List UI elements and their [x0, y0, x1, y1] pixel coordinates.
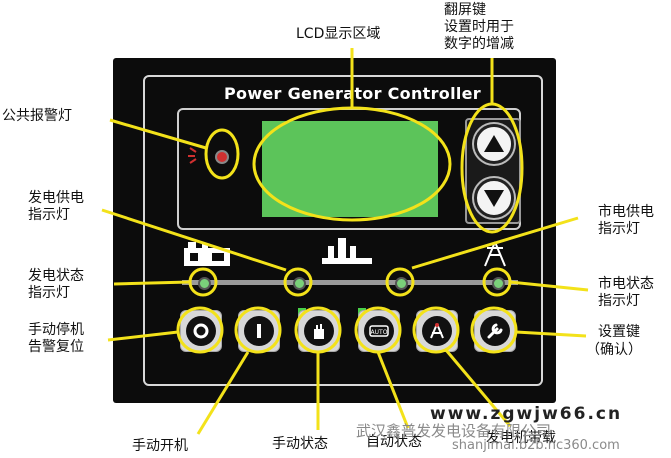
watermark-url: shanjimai.b2b.hc360.com [452, 438, 620, 453]
label-gen-supply-2: 指示灯 [28, 207, 70, 223]
label-gen-status-1: 发电状态 [28, 268, 84, 284]
load-icon [322, 238, 372, 264]
gen-supply-led [293, 277, 306, 290]
gen-load-button[interactable] [416, 310, 458, 352]
label-manual-stop-1: 手动停机 [28, 322, 84, 338]
panel-title: Power Generator Controller [224, 84, 481, 103]
label-gen-status-2: 指示灯 [28, 285, 70, 301]
mains-status-led [492, 277, 505, 290]
page-up-button[interactable] [474, 124, 514, 164]
label-page-key-2: 设置时用于 [444, 19, 514, 35]
stop-reset-button[interactable] [180, 310, 222, 352]
start-icon [257, 324, 261, 338]
hand-icon [314, 324, 324, 339]
label-manual-start: 手动开机 [132, 438, 188, 454]
label-mains-supply-1: 市电供电 [598, 204, 654, 220]
stop-icon [193, 323, 209, 339]
label-setting-key-1: 设置键 [598, 324, 640, 340]
triangle-down-icon [484, 190, 504, 207]
label-gen-supply-1: 发电供电 [28, 190, 84, 206]
label-mains-status-1: 市电状态 [598, 276, 654, 292]
label-auto-state: 自动状态 [366, 434, 422, 450]
auto-key-text: AUTO [371, 329, 388, 336]
label-page-key-3: 数字的增减 [444, 36, 514, 52]
mains-supply-led [395, 277, 408, 290]
label-lcd-area: LCD显示区域 [296, 26, 381, 42]
auto-icon: AUTO [369, 325, 389, 337]
alarm-light-icon [188, 147, 197, 164]
auto-mode-button[interactable]: AUTO [358, 310, 400, 352]
label-setting-key-2: （确认） [586, 342, 642, 358]
generator-icon [184, 242, 230, 266]
label-manual-state: 手动状态 [272, 436, 328, 452]
wrench-icon [487, 323, 503, 339]
manual-mode-button[interactable] [298, 310, 340, 352]
public-alarm-led [215, 150, 229, 164]
mains-tower-icon [484, 241, 506, 267]
label-page-key-1: 翻屏键 [444, 2, 486, 18]
manual-start-button[interactable] [238, 310, 280, 352]
lcd-display [262, 121, 438, 217]
label-mains-status-2: 指示灯 [598, 293, 640, 309]
label-manual-stop-2: 告警复位 [28, 339, 84, 355]
setting-button[interactable] [474, 310, 516, 352]
indicator-rail [182, 280, 518, 285]
watermark-site: www.zgwjw66.cn [430, 404, 623, 424]
label-gen-load: 发电机带载 [486, 430, 556, 446]
label-mains-supply-2: 指示灯 [598, 221, 640, 237]
triangle-up-icon [484, 135, 504, 152]
gen-load-icon [430, 323, 444, 339]
label-public-alarm: 公共报警灯 [2, 108, 72, 124]
page-down-button[interactable] [474, 178, 514, 218]
watermark-company: 武汉鑫普发发电设备有限公司 [356, 422, 552, 440]
gen-status-led [198, 277, 211, 290]
